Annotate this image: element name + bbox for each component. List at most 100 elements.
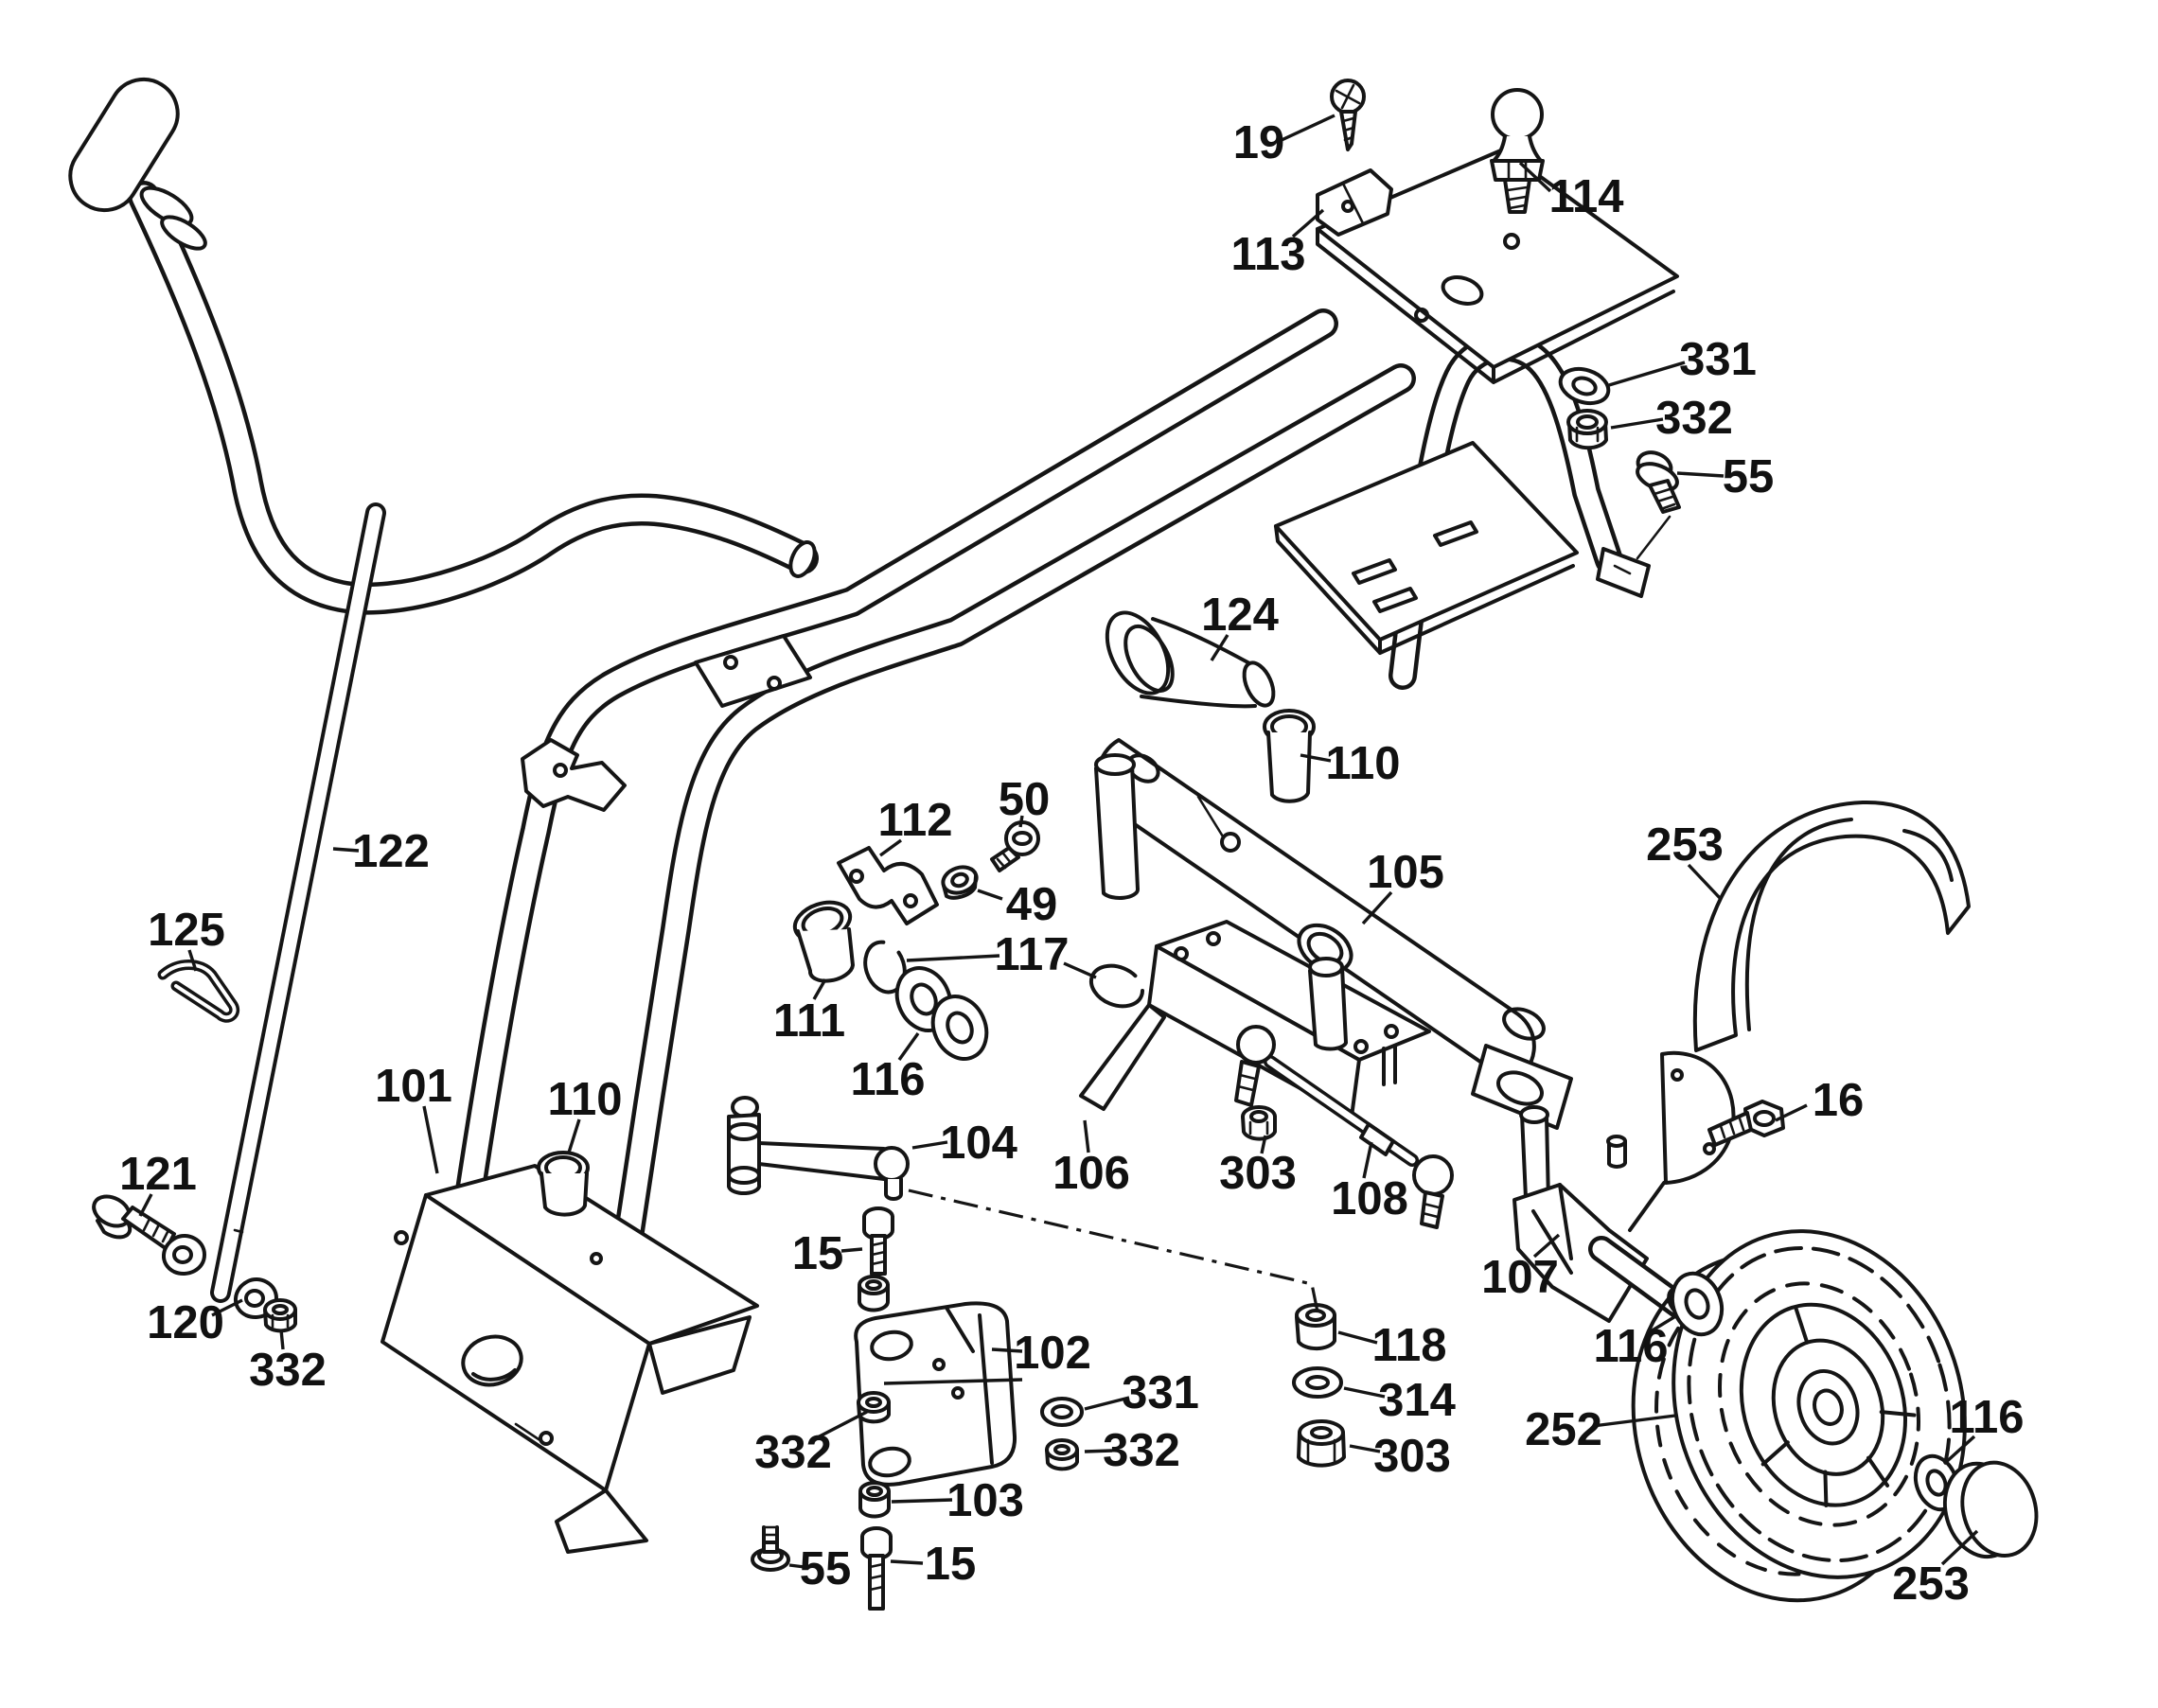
leader-line-116-mid	[897, 1032, 920, 1061]
mid-plate	[694, 634, 812, 708]
bushing-118	[1295, 1303, 1336, 1351]
callout-label-50: 50	[999, 774, 1051, 825]
bushing-111	[792, 900, 855, 983]
callout-label-253-hubcap: 253	[1892, 1558, 1970, 1610]
nut-303-upper	[1241, 1105, 1277, 1141]
leader-line-116-wheel-right	[1942, 1435, 1976, 1466]
callout-label-108: 108	[1331, 1173, 1408, 1224]
callout-label-314: 314	[1378, 1375, 1456, 1426]
support-hoop	[1403, 347, 1651, 676]
callout-label-116-wheel-left: 116	[1593, 1321, 1668, 1372]
callout-label-114: 114	[1548, 171, 1623, 222]
callout-label-15-upper: 15	[792, 1228, 844, 1279]
callout-label-118: 118	[1371, 1320, 1446, 1371]
callout-label-124: 124	[1201, 590, 1279, 641]
callout-label-15-lower: 15	[925, 1539, 977, 1590]
wheel-252	[1631, 1229, 1967, 1603]
leader-line-105	[1361, 890, 1393, 925]
leader-line-117	[1063, 961, 1097, 979]
leader-line-252	[1592, 1414, 1676, 1428]
leader-line-15-upper	[840, 1247, 863, 1253]
leader-line-50	[1018, 815, 1024, 828]
leader-line-121	[138, 1193, 153, 1217]
top-mount-plate	[1316, 148, 1679, 384]
callout-label-116-wheel-right: 116	[1949, 1392, 2024, 1443]
leader-line-332-clevis	[811, 1410, 868, 1442]
spacer-under-15	[858, 1275, 890, 1312]
nut-332-top	[1566, 409, 1608, 450]
callout-label-107: 107	[1481, 1252, 1559, 1303]
washer-314	[1292, 1366, 1343, 1399]
callout-label-332-top: 332	[1655, 393, 1733, 444]
leader-line-104	[911, 1140, 948, 1150]
leader-line-110-box	[567, 1118, 581, 1153]
callout-label-332-clevis: 332	[754, 1427, 832, 1478]
hubcap-253	[1942, 1460, 2039, 1559]
callout-label-332-mid: 332	[1103, 1425, 1180, 1476]
leader-line-16	[1775, 1103, 1808, 1122]
leader-line-101	[422, 1105, 439, 1174]
leader-line-107	[1532, 1233, 1561, 1259]
washers-116-mid	[894, 966, 989, 1061]
callout-label-111: 111	[773, 995, 845, 1047]
bolt-50	[990, 820, 1040, 872]
leader-line-332-top	[1610, 417, 1664, 430]
callout-label-110-box: 110	[547, 1074, 622, 1125]
leader-line-116-wheel-left	[1650, 1313, 1678, 1333]
leader-line-19	[1281, 114, 1335, 142]
leader-line-331-top	[1608, 361, 1686, 387]
callout-label-55-top: 55	[1723, 451, 1775, 502]
callout-label-19: 19	[1233, 117, 1285, 168]
snap-ring-117-right	[1088, 963, 1145, 1009]
callout-label-121: 121	[119, 1149, 197, 1200]
leader-line-113	[1291, 208, 1325, 238]
ball-stud-114	[1490, 88, 1545, 214]
screw-19-icon	[1330, 79, 1366, 151]
leader-line-125	[187, 949, 198, 972]
callout-label-120: 120	[147, 1297, 224, 1348]
callout-label-106: 106	[1052, 1148, 1130, 1199]
cone-bushing-124	[1105, 610, 1276, 709]
handlebar	[68, 77, 820, 598]
leader-line-110-upper	[1300, 753, 1332, 763]
callout-label-113: 113	[1230, 229, 1305, 280]
strap-112	[837, 846, 939, 925]
callout-label-252: 252	[1525, 1404, 1602, 1455]
leader-line-102	[883, 1378, 1023, 1385]
leader-line-15-lower	[890, 1559, 924, 1565]
bolt-16	[1707, 1100, 1785, 1147]
callout-label-331-mid: 331	[1122, 1367, 1199, 1418]
bolt-55-bottom	[751, 1525, 790, 1572]
callout-label-116-mid: 116	[850, 1054, 925, 1105]
callout-label-303-upper: 303	[1219, 1148, 1297, 1199]
callout-label-49: 49	[1006, 879, 1058, 930]
leader-line-303-lower	[1349, 1444, 1381, 1453]
bracket-107	[1512, 1105, 1695, 1323]
callout-label-55-bottom: 55	[800, 1543, 852, 1594]
bushing-110-upper	[1263, 709, 1316, 803]
callout-label-102: 102	[1014, 1328, 1091, 1379]
nut-332-clevis	[857, 1391, 891, 1424]
slotted-plate	[1274, 441, 1579, 655]
leader-line-303-upper	[1260, 1135, 1267, 1154]
callout-label-16: 16	[1813, 1075, 1865, 1126]
callout-label-103: 103	[946, 1475, 1024, 1526]
callout-label-105: 105	[1367, 847, 1444, 898]
callout-label-332-left: 332	[249, 1345, 327, 1396]
leader-line-253-fender	[1687, 863, 1723, 901]
callout-label-122: 122	[352, 826, 430, 877]
leader-line-55-top	[1676, 471, 1725, 478]
pivot-pin-arm	[1094, 753, 1140, 900]
bolt-15-lower	[860, 1526, 893, 1611]
nut-332-mid	[1045, 1438, 1079, 1471]
leader-line-102	[991, 1347, 1023, 1353]
leader-line-332-left	[279, 1329, 285, 1350]
linkage-104	[727, 1096, 1321, 1322]
bolt-121	[92, 1194, 176, 1251]
leader-line-331-mid	[1084, 1396, 1130, 1411]
clamp-120	[162, 1234, 278, 1319]
fender-253	[1692, 800, 1971, 1052]
clip-125	[163, 965, 235, 1018]
washer-116-wheel-left	[1670, 1271, 1725, 1337]
